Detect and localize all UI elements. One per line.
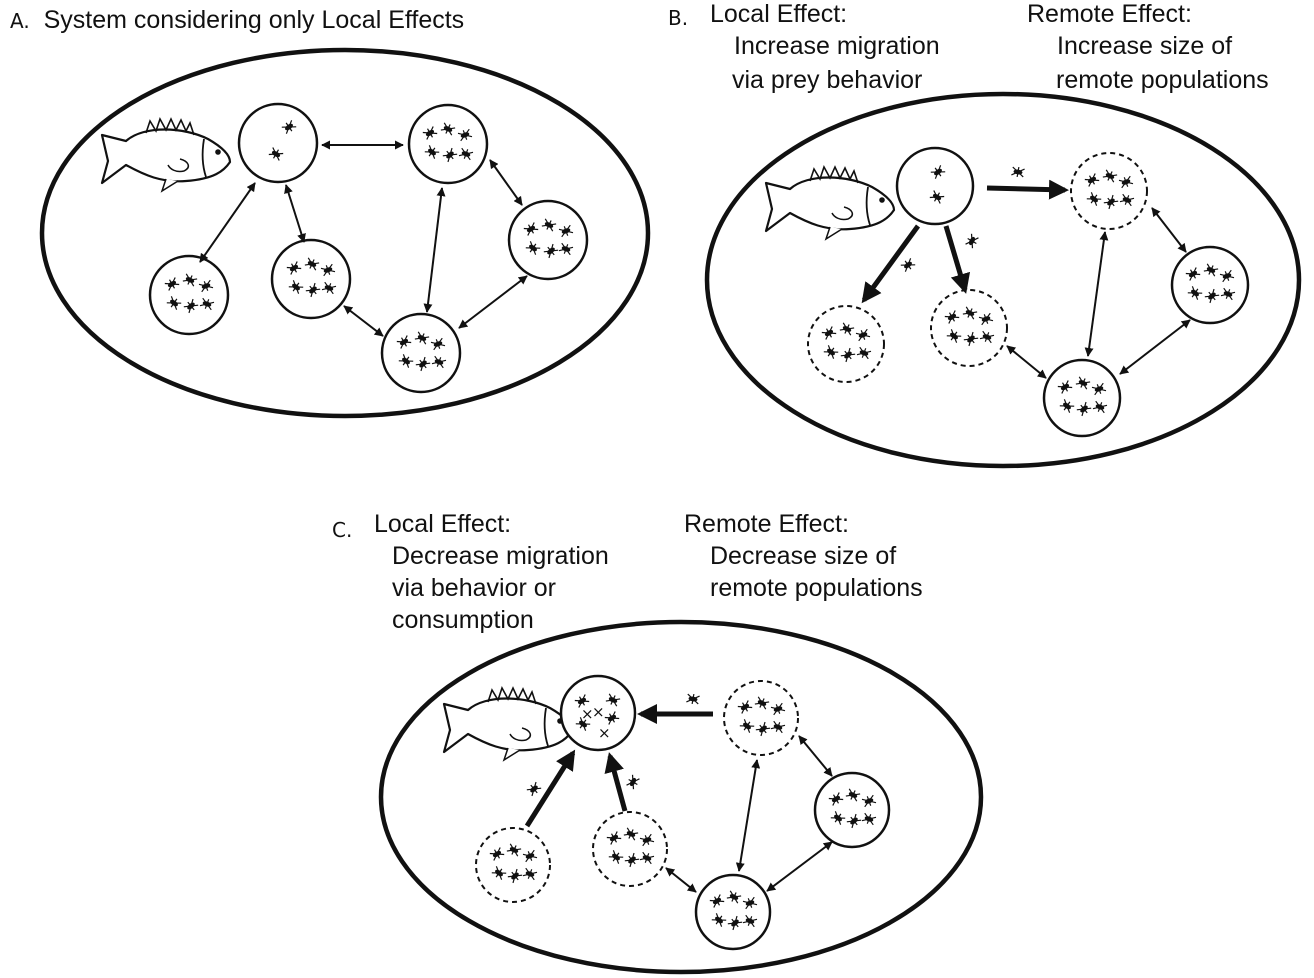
double-arrow — [1084, 231, 1109, 357]
panel-b-remote-line-1: Increase size of — [1057, 32, 1233, 60]
panel-c-local-line-1: Decrease migration — [392, 542, 609, 570]
panel-b-local-line-1: Increase migration — [734, 32, 940, 60]
double-arrow — [284, 184, 306, 243]
double-arrow — [489, 159, 523, 206]
double-arrow — [199, 182, 256, 263]
panel-c-local-heading: Local Effect: — [374, 510, 512, 538]
panel-a-migration-arrows — [199, 140, 528, 337]
panel-c: × × × — [378, 619, 984, 975]
panel-a-letter: A. — [10, 9, 30, 33]
panel-b-remote-line-2: remote populations — [1056, 66, 1269, 94]
panel-a-habitat-boundary — [39, 47, 651, 419]
panel-b-patch-upper-right — [1070, 152, 1148, 230]
panel-c-local-line-2: via behavior or — [392, 574, 556, 602]
panel-b — [704, 91, 1302, 469]
double-arrow — [458, 275, 528, 329]
migrating-insect-icon — [964, 232, 980, 250]
panel-a-patch-upper-right — [407, 103, 489, 185]
panel-b-local-line-2: via prey behavior — [732, 66, 923, 94]
panel-c-immigration-arrows — [524, 704, 713, 828]
panel-c-remote-line-1: Decrease size of — [710, 542, 897, 570]
panel-b-patch-bottom — [1042, 358, 1122, 438]
panel-c-letter: C. — [332, 518, 353, 542]
migrating-insect-icon — [1010, 165, 1026, 179]
panel-b-local-heading: Local Effect: — [710, 0, 848, 28]
fish-icon — [442, 686, 574, 762]
panel-c-habitat-boundary — [378, 619, 984, 975]
panel-c-local-line-3: consumption — [392, 606, 534, 634]
cross-mark-icon: × — [592, 703, 605, 721]
panel-c-remote-heading: Remote Effect: — [684, 510, 849, 538]
bold-arrow — [986, 179, 1069, 200]
panel-a-patch-lower-left — [148, 254, 230, 336]
panel-b-patch-source — [895, 146, 975, 226]
panel-b-habitat-boundary — [704, 91, 1302, 469]
panel-c-patch-upper-right — [723, 680, 799, 756]
panel-b-patch-far-right — [1170, 245, 1250, 325]
double-arrow — [423, 187, 446, 313]
migrating-insect-icon — [625, 773, 641, 791]
panel-a-patch-lower-middle — [270, 238, 352, 320]
panel-a — [39, 47, 651, 419]
double-arrow — [1151, 207, 1187, 253]
fish-icon — [100, 117, 232, 193]
panel-c-remote-line-2: remote populations — [710, 574, 923, 602]
panel-c-patch-lower-left — [475, 827, 551, 903]
panel-b-letter: B. — [668, 6, 689, 30]
double-arrow — [343, 305, 384, 337]
panel-c-patch-bottom — [694, 873, 772, 951]
double-arrow — [735, 759, 761, 872]
double-arrow — [766, 841, 833, 892]
double-arrow — [798, 735, 833, 777]
panel-c-patch-sink: × × × — [559, 674, 637, 752]
panel-a-label: A. System considering only Local Effects — [10, 4, 464, 38]
panel-a-patch-top — [237, 102, 319, 184]
panel-b-patch-lower-left — [807, 305, 885, 383]
panel-a-patch-bottom — [380, 312, 462, 394]
double-arrow — [1119, 319, 1191, 375]
bold-arrow — [604, 752, 628, 812]
double-arrow — [665, 867, 697, 893]
migrating-insect-icon — [525, 780, 543, 798]
double-arrow — [1006, 345, 1047, 379]
panel-c-migration-arrows — [665, 735, 833, 893]
bold-arrow — [943, 225, 971, 294]
bold-arrow — [861, 224, 921, 304]
panel-b-patch-lower-middle — [930, 289, 1008, 367]
migrating-insect-icon — [899, 256, 917, 274]
panel-b-emigration-arrows — [861, 179, 1069, 304]
panel-c-patch-far-right — [813, 771, 891, 849]
cross-mark-icon: × — [581, 705, 594, 723]
cross-mark-icon: × — [598, 724, 611, 742]
migrating-insect-icon — [685, 692, 701, 706]
panel-b-remote-heading: Remote Effect: — [1027, 0, 1192, 28]
fish-icon — [764, 165, 896, 241]
panel-c-patch-lower-middle — [592, 811, 668, 887]
bold-arrow — [524, 749, 576, 828]
panel-a-patch-far-right — [507, 199, 589, 281]
panel-b-migration-arrows — [1006, 207, 1191, 379]
panel-a-title: System considering only Local Effects — [43, 6, 465, 34]
